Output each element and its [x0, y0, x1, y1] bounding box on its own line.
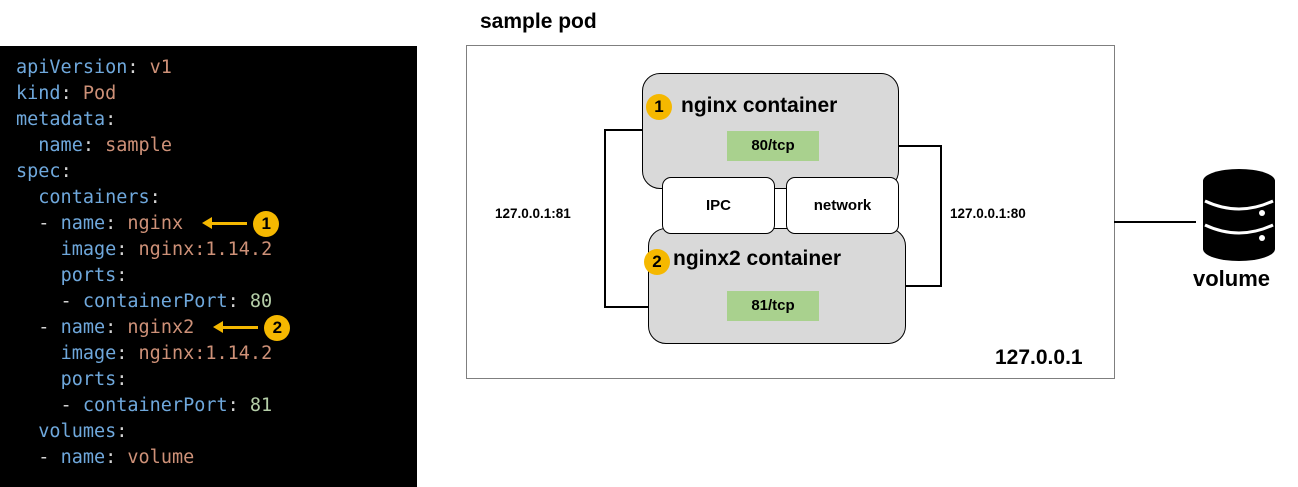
code-line: - name: nginx2 [16, 315, 194, 341]
yaml-key: ports [60, 265, 117, 286]
code-line: image: nginx:1.14.2 [16, 237, 273, 263]
yaml-colon: : [105, 317, 128, 338]
yaml-colon: : [127, 57, 150, 78]
yaml-indent [16, 239, 61, 260]
yaml-indent [16, 135, 38, 156]
volume-label: volume [1193, 266, 1271, 291]
pod-ip: 127.0.0.1 [995, 346, 1083, 369]
yaml-colon: : [82, 135, 106, 156]
code-line: spec: [16, 159, 72, 185]
nginx2-container: 2 nginx2 container 81/tcp [644, 228, 906, 344]
yaml-value: sample [105, 135, 172, 156]
database-icon [1200, 167, 1278, 263]
code-line: apiVersion: v1 [16, 55, 172, 81]
yaml-value: volume [127, 447, 195, 468]
yaml-value: v1 [149, 57, 172, 78]
link-80-label: 127.0.0.1:80 [950, 206, 1026, 221]
yaml-value: Pod [82, 83, 117, 104]
nginx-container-title: nginx container [681, 94, 838, 117]
yaml-indent [16, 343, 61, 364]
nginx-container: 1 nginx container 80/tcp [642, 73, 899, 189]
marker-badge-icon: 1 [253, 211, 280, 237]
yaml-colon: : [105, 447, 128, 468]
yaml-key: name [60, 317, 106, 338]
nginx2-container-title: nginx2 container [673, 247, 842, 270]
yaml-key: name [60, 447, 106, 468]
code-line: - containerPort: 80 [16, 289, 273, 315]
badge-2-icon: 2 [644, 249, 670, 275]
volume-connector [1114, 221, 1196, 223]
yaml-colon: : [116, 421, 128, 442]
code-line: name: sample [16, 133, 172, 159]
code-line: ports: [16, 263, 128, 289]
yaml-indent: - [16, 447, 61, 468]
port-81: 81/tcp [727, 291, 819, 321]
yaml-colon: : [105, 109, 117, 130]
yaml-value: nginx2 [127, 317, 195, 338]
yaml-key: containers [38, 187, 150, 208]
pod-title: sample pod [480, 10, 597, 33]
yaml-key: apiVersion [16, 57, 128, 78]
yaml-indent: - [16, 213, 61, 234]
code-line: volumes: [16, 419, 127, 445]
yaml-indent: - [16, 395, 83, 416]
port-80: 80/tcp [727, 131, 819, 161]
code-line: image: nginx:1.14.2 [16, 341, 273, 367]
ipc-namespace: IPC [662, 177, 775, 234]
yaml-key: name [60, 213, 106, 234]
code-line: containers: [16, 185, 161, 211]
yaml-key: containerPort [82, 395, 228, 416]
yaml-key: metadata [16, 109, 106, 130]
yaml-indent [16, 369, 61, 390]
yaml-indent: - [16, 317, 61, 338]
yaml-colon: : [105, 213, 128, 234]
yaml-key: containerPort [82, 291, 228, 312]
yaml-key: spec [16, 161, 61, 182]
code-line: ports: [16, 367, 128, 393]
code-line: kind: Pod [16, 81, 116, 107]
yaml-colon: : [149, 187, 161, 208]
yaml-key: image [60, 343, 117, 364]
marker-badge-icon: 2 [264, 315, 291, 341]
yaml-colon: : [227, 291, 250, 312]
yaml-colon: : [227, 395, 250, 416]
yaml-value: nginx [127, 213, 184, 234]
yaml-value: nginx:1.14.2 [138, 239, 273, 260]
badge-1-icon: 1 [646, 94, 672, 120]
yaml-colon: : [60, 161, 72, 182]
yaml-key: name [38, 135, 83, 156]
yaml-value: 81 [249, 395, 273, 416]
yaml-colon: : [116, 343, 139, 364]
yaml-key: volumes [38, 421, 117, 442]
yaml-colon: : [60, 83, 83, 104]
yaml-colon: : [116, 239, 139, 260]
code-line: metadata: [16, 107, 116, 133]
yaml-key: image [60, 239, 117, 260]
code-line: - containerPort: 81 [16, 393, 273, 419]
yaml-colon: : [116, 265, 128, 286]
marker-arrow-icon [213, 321, 259, 333]
yaml-value: 80 [249, 291, 273, 312]
code-line: - name: volume [16, 445, 194, 471]
code-line: - name: nginx [16, 211, 183, 237]
yaml-indent [16, 265, 61, 286]
yaml-value: nginx:1.14.2 [138, 343, 273, 364]
yaml-indent: - [16, 291, 83, 312]
yaml-indent [16, 187, 38, 208]
yaml-indent [16, 421, 38, 442]
network-namespace: network [786, 177, 899, 234]
yaml-key: ports [60, 369, 117, 390]
marker-arrow-icon [202, 217, 248, 229]
yaml-key: kind [16, 83, 61, 104]
link-81-label: 127.0.0.1:81 [495, 206, 571, 221]
yaml-colon: : [116, 369, 128, 390]
